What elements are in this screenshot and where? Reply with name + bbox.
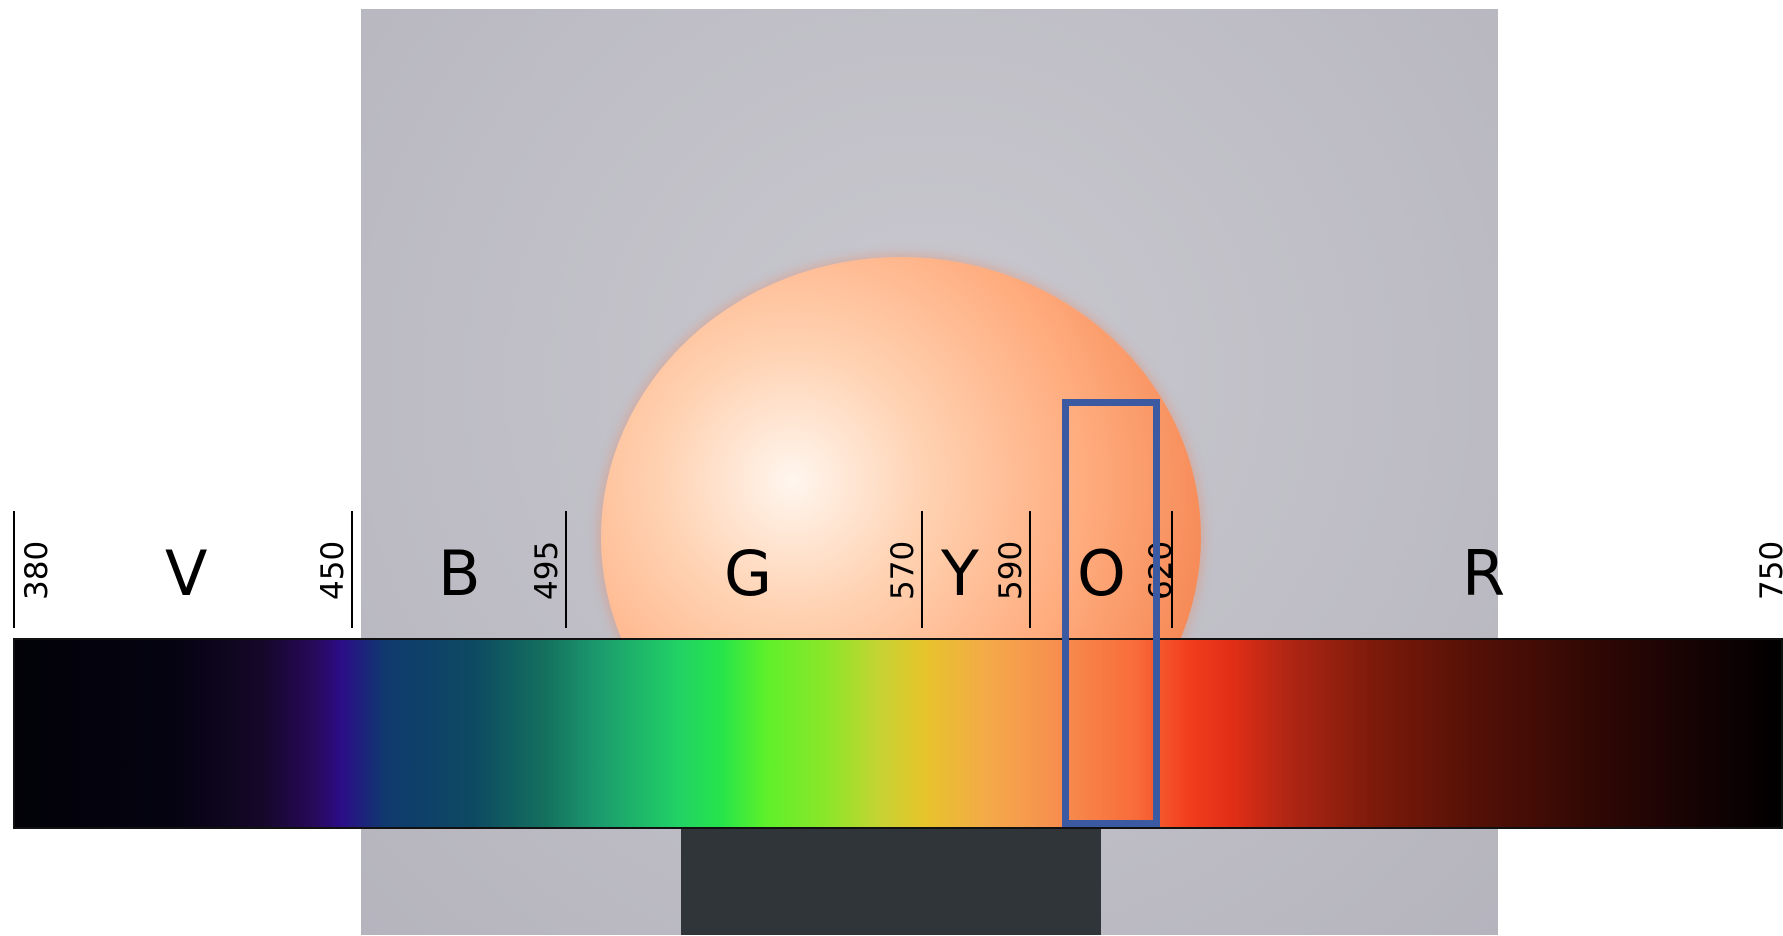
band-label-red: R: [1462, 537, 1506, 610]
tick-570: [921, 511, 923, 628]
band-label-violet: V: [165, 537, 208, 610]
wavelength-label-495: 495: [529, 540, 565, 600]
band-label-yellow: Y: [941, 537, 979, 610]
tick-590: [1029, 511, 1031, 628]
band-label-blue: B: [438, 537, 481, 610]
wavelength-label-450: 450: [315, 540, 351, 600]
tick-495: [565, 511, 567, 628]
band-label-green: G: [724, 537, 773, 610]
wavelength-label-750: 750: [1754, 540, 1783, 600]
wavelength-label-380: 380: [19, 540, 55, 600]
visible-spectrum-bar: [13, 638, 1783, 829]
wavelength-label-590: 590: [993, 540, 1029, 600]
wavelength-label-570: 570: [885, 540, 921, 600]
tick-620: [1171, 511, 1173, 628]
tick-450: [351, 511, 353, 628]
band-label-orange: O: [1077, 537, 1126, 610]
orange-band-highlight-box: [1062, 399, 1160, 827]
tick-380: [13, 511, 15, 628]
